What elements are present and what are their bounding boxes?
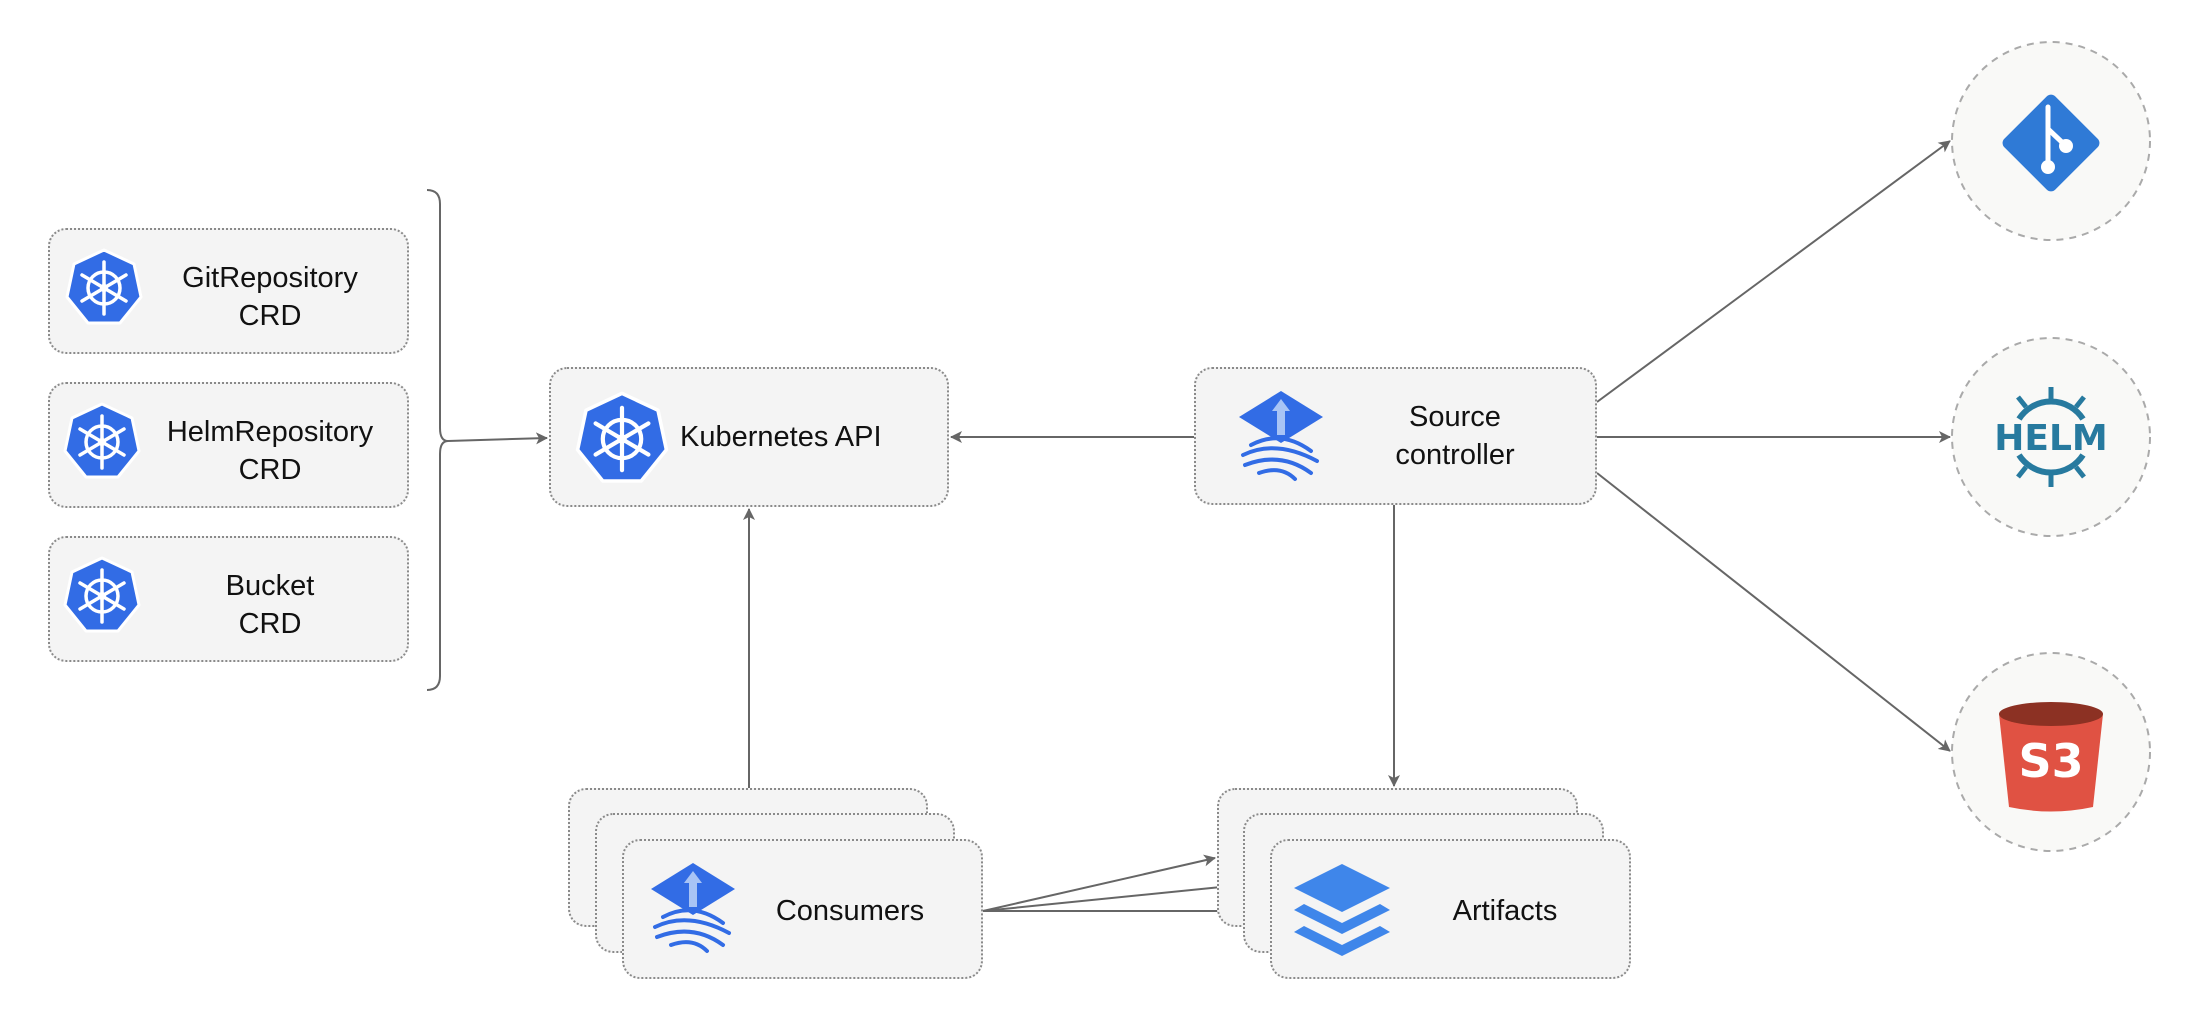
consumers-label: Consumers bbox=[775, 895, 925, 927]
kubernetes-api-box bbox=[549, 367, 949, 507]
crd-brace bbox=[426, 189, 449, 691]
source-controller-box bbox=[1194, 367, 1597, 505]
git-icon bbox=[2002, 94, 2100, 192]
artifacts-box bbox=[1270, 839, 1631, 979]
kubernetes-icon bbox=[63, 556, 141, 633]
helm-source-circle bbox=[1951, 337, 2151, 537]
kubernetes-icon bbox=[574, 391, 670, 487]
helm-icon: HELM bbox=[1994, 387, 2108, 487]
arrow-consumers-to-artifacts-2 bbox=[982, 880, 1242, 912]
kubernetes-api-label: Kubernetes API bbox=[680, 421, 882, 453]
artifacts-label: Artifacts bbox=[1452, 895, 1558, 927]
arrow-controller-to-s3 bbox=[1596, 472, 1951, 752]
arrow-crds-to-api bbox=[447, 432, 548, 445]
helm-label: HELM bbox=[1994, 418, 2107, 459]
kubernetes-icon bbox=[65, 248, 143, 325]
flux-icon bbox=[1237, 389, 1325, 481]
arrow-controller-to-git bbox=[1596, 140, 1951, 403]
flux-icon bbox=[649, 861, 737, 953]
s3-label: S3 bbox=[2018, 734, 2083, 788]
kubernetes-icon bbox=[63, 402, 141, 479]
s3-bucket-icon: S3 bbox=[1999, 702, 2103, 812]
arrow-consumers-to-artifacts-1 bbox=[982, 854, 1216, 912]
layers-icon bbox=[1294, 864, 1390, 956]
